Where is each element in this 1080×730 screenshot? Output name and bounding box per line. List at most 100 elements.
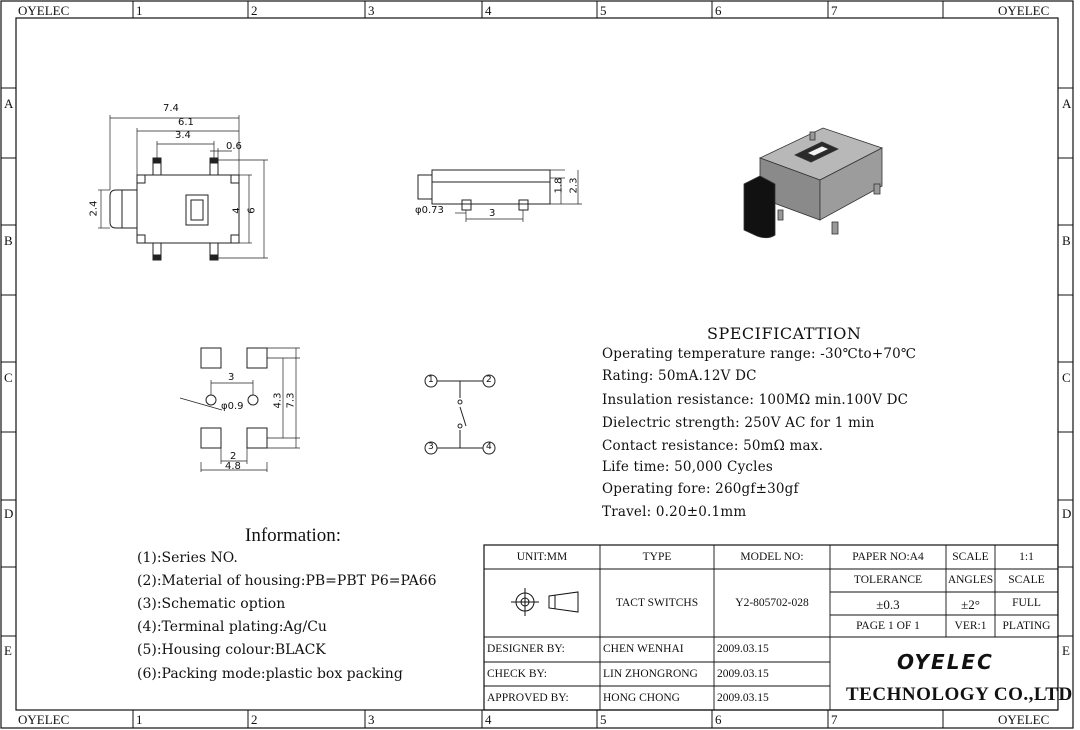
frame-corner-label: OYELEC (998, 3, 1050, 18)
company-name: TECHNOLOGY CO.,LTD (846, 684, 1073, 705)
dim-label: 4.8 (225, 461, 241, 472)
check-label: CHECK BY: (487, 668, 547, 680)
spec-line: Travel: 0.20±0.1mm (602, 504, 747, 520)
column-label: 7 (831, 3, 838, 18)
angles-label: ANGLES (947, 574, 994, 586)
info-line: (4):Terminal plating:Ag/Cu (137, 619, 327, 635)
dim-label: 3 (228, 372, 235, 383)
paper-label: PAPER NO:A4 (852, 551, 924, 563)
info-line: (1):Series NO. (137, 550, 238, 566)
info-line: (2):Material of housing:PB=PBT P6=PA66 (137, 573, 437, 589)
column-label: 1 (136, 3, 143, 18)
type-value: TACT SWITCHS (615, 597, 699, 609)
switch-3d-render (743, 127, 884, 239)
dim-label: 3.4 (175, 130, 191, 141)
row-label: E (4, 643, 12, 658)
row-label: C (4, 370, 13, 385)
frame-corner-label: OYELEC (998, 712, 1050, 727)
approved-name: HONG CHONG (603, 692, 680, 704)
column-label: 3 (368, 712, 375, 727)
spec-line: Contact resistance: 50mΩ max. (602, 438, 824, 454)
switch-schematic (424, 374, 496, 455)
dim-label: 0.6 (226, 141, 242, 152)
approved-date: 2009.03.15 (717, 692, 769, 704)
row-label: A (4, 96, 14, 111)
row-label: D (4, 506, 14, 521)
column-label: 3 (368, 3, 375, 18)
tolerance-label: TOLERANCE (853, 574, 923, 586)
dim-label: 4 (231, 207, 243, 214)
info-title: Information: (245, 525, 342, 546)
pin-number: 3 (428, 442, 434, 452)
info-line: (6):Packing mode:plastic box packing (137, 666, 403, 682)
row-label: D (1062, 506, 1072, 521)
approved-label: APPROVED BY: (487, 692, 569, 704)
plating-label: PLATING (1002, 620, 1051, 632)
tolerance-value: ±0.3 (876, 597, 900, 612)
dim-label: φ0.9 (221, 401, 244, 412)
row-label: E (1062, 643, 1070, 658)
row-label: C (1062, 370, 1071, 385)
column-label: 4 (485, 712, 492, 727)
dim-label: 7.4 (163, 103, 179, 114)
spec-line: Rating: 50mA.12V DC (602, 368, 757, 384)
dim-label: φ0.73 (415, 205, 444, 216)
dim-label: 7.3 (285, 392, 297, 409)
scale-value: 1:1 (1019, 551, 1034, 563)
designer-name: CHEN WENHAI (603, 643, 684, 655)
scale2-label: SCALE (1008, 574, 1045, 586)
dim-label: 3 (489, 208, 496, 219)
dim-label: 2 (230, 451, 237, 462)
type-label: TYPE (642, 551, 672, 563)
column-label: 5 (600, 3, 607, 18)
designer-label: DESIGNER BY: (487, 643, 565, 655)
title-block (483, 544, 1058, 711)
column-label: 7 (831, 712, 838, 727)
designer-date: 2009.03.15 (717, 643, 769, 655)
row-label: A (1062, 96, 1072, 111)
column-label: 4 (485, 3, 492, 18)
column-label: 1 (136, 712, 143, 727)
check-date: 2009.03.15 (717, 668, 769, 680)
column-label: 2 (251, 712, 258, 727)
dim-label: 6 (246, 207, 258, 214)
top-view-drawing (98, 115, 268, 261)
model-label: MODEL NO: (740, 551, 804, 563)
model-value: Y2-805702-028 (735, 597, 809, 609)
page-number: PAGE 1 OF 1 (856, 620, 920, 632)
spec-line: Operating fore: 260gf±30gf (602, 481, 799, 497)
column-label: 6 (715, 3, 722, 18)
frame-corner-label: OYELEC (18, 712, 70, 727)
spec-line: Insulation resistance: 100MΩ min.100V DC (602, 392, 909, 408)
column-label: 5 (600, 712, 607, 727)
spec-title: SPECIFICATTION (707, 324, 862, 343)
dim-label: 2.3 (568, 177, 580, 194)
spec-line: Operating temperature range: -30℃to+70℃ (602, 346, 917, 362)
dim-label: 6.1 (178, 117, 194, 128)
pin-number: 4 (486, 442, 492, 452)
column-label: 2 (251, 3, 258, 18)
row-label: B (1062, 233, 1071, 248)
unit-label: UNIT:MM (516, 551, 568, 563)
column-label: 6 (715, 712, 722, 727)
dim-label: 4.3 (272, 392, 284, 409)
dim-label: 2.4 (88, 200, 100, 217)
angles-value: ±2° (961, 597, 980, 612)
side-view-drawing (417, 169, 582, 222)
pin-number: 1 (428, 375, 434, 385)
info-line: (5):Housing colour:BLACK (137, 642, 326, 658)
scale2-value: FULL (1012, 597, 1041, 609)
info-line: (3):Schematic option (137, 596, 286, 612)
row-label: B (4, 233, 13, 248)
company-logo: OYELEC (897, 650, 994, 674)
frame-corner-label: OYELEC (18, 3, 70, 18)
version-label: VER:1 (954, 620, 987, 632)
spec-line: Life time: 50,000 Cycles (602, 459, 774, 475)
spec-line: Dielectric strength: 250V AC for 1 min (602, 415, 875, 431)
pin-number: 2 (486, 375, 492, 385)
dim-label: 1.8 (553, 177, 565, 194)
check-name: LIN ZHONGRONG (603, 668, 698, 680)
pcb-footprint-drawing (179, 347, 300, 472)
scale-label: SCALE (952, 551, 989, 563)
